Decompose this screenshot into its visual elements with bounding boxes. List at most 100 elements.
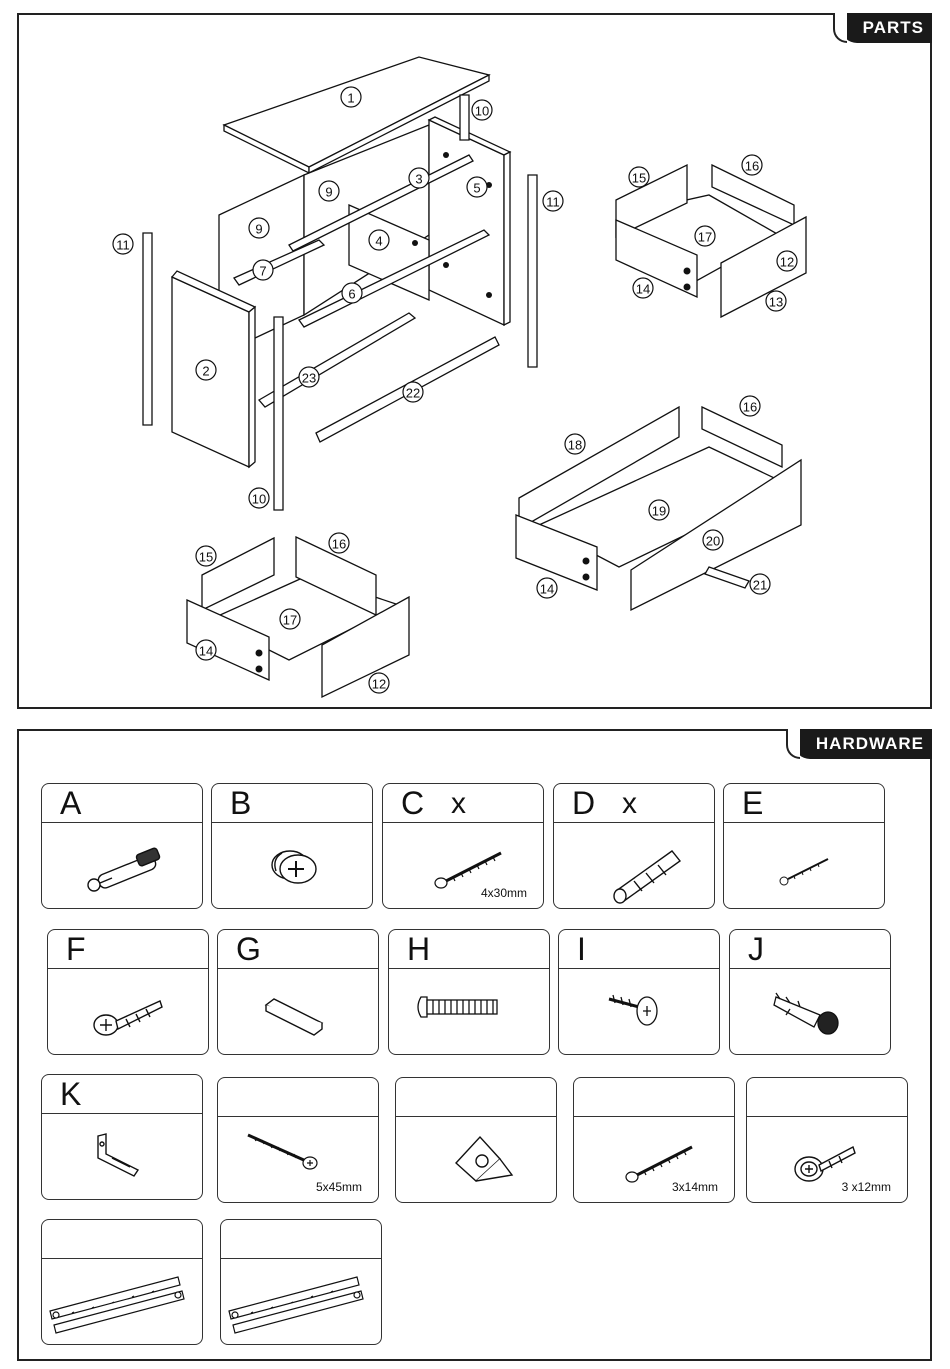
hardware-letter: A (60, 786, 81, 820)
hardware-letter: J (748, 932, 764, 966)
part-callout: 15 (196, 546, 216, 566)
part-callout-number: 21 (753, 578, 767, 593)
drawer-slide-icon (42, 1259, 202, 1345)
hardware-card-header (42, 1220, 202, 1259)
hardware-card: B (211, 783, 373, 909)
wooden-dowel-icon (554, 823, 714, 909)
part-callout-number: 10 (252, 492, 266, 507)
part-callout-number: 14 (540, 582, 554, 597)
part-callout-number: 18 (568, 438, 582, 453)
hardware-card-header (747, 1078, 907, 1117)
handle-icon (218, 969, 378, 1055)
part-callout: 20 (703, 530, 723, 550)
hardware-letter: G (236, 932, 261, 966)
hardware-letter: K (60, 1077, 81, 1111)
part-callout-number: 22 (406, 386, 420, 401)
cam-lock-icon (212, 823, 372, 909)
part-callout: 6 (342, 283, 362, 303)
part-callout-number: 10 (475, 104, 489, 119)
part-callout: 5 (467, 177, 487, 197)
hardware-card-header: H (389, 930, 549, 969)
part-callout-number: 17 (698, 230, 712, 245)
part-callout-number: 12 (372, 677, 386, 692)
part-callout: 1 (341, 87, 361, 107)
part-callout: 9 (249, 218, 269, 238)
hardware-card-header (221, 1220, 381, 1259)
flat-head-screw-icon (48, 969, 208, 1055)
hardware-card-header: F (48, 930, 208, 969)
part-callout-number: 16 (743, 400, 757, 415)
hardware-tab-label: HARDWARE (794, 729, 932, 759)
hardware-letter: B (230, 786, 251, 820)
part-callout: 14 (196, 640, 216, 660)
hardware-letter: D (572, 786, 595, 820)
hardware-card: A (41, 783, 203, 909)
part-callout-number: 11 (116, 238, 130, 253)
washer-screw-icon (559, 969, 719, 1055)
hardware-card: G (217, 929, 379, 1055)
part-callout: 21 (750, 574, 770, 594)
hardware-card (220, 1219, 382, 1345)
hardware-card: 3x14mm (573, 1077, 735, 1203)
drawer-slide-icon (221, 1259, 381, 1345)
hardware-card-header: K (42, 1075, 202, 1114)
hardware-letter: F (66, 932, 86, 966)
part-callout: 17 (280, 609, 300, 629)
hardware-letter: I (577, 932, 586, 966)
hardware-card-header (396, 1078, 556, 1117)
hardware-letter: C (401, 786, 424, 820)
part-callout: 22 (403, 382, 423, 402)
part-callout-number: 20 (706, 534, 720, 549)
part-callout: 3 (409, 168, 429, 188)
part-callout: 16 (329, 533, 349, 553)
part-callout-number: 9 (255, 222, 262, 237)
part-callout-number: 14 (199, 644, 213, 659)
hardware-card: H (388, 929, 550, 1055)
hardware-card-header (218, 1078, 378, 1117)
hardware-card: J (729, 929, 891, 1055)
part-callout: 9 (319, 181, 339, 201)
hardware-card-header: G (218, 930, 378, 969)
hardware-card (41, 1219, 203, 1345)
hardware-letter: E (742, 786, 763, 820)
part-callout: 2 (196, 360, 216, 380)
part-callout: 16 (742, 155, 762, 175)
part-callouts: 1234567991010111112121314141415151616161… (19, 15, 930, 707)
part-callout-number: 16 (745, 159, 759, 174)
part-callout-number: 1 (347, 91, 354, 106)
part-callout: 10 (472, 100, 492, 120)
part-callout: 14 (537, 578, 557, 598)
part-callout-number: 5 (473, 181, 480, 196)
hardware-card: E (723, 783, 885, 909)
part-callout: 12 (369, 673, 389, 693)
part-callout: 15 (629, 167, 649, 187)
hardware-card-header (574, 1078, 734, 1117)
part-callout: 16 (740, 396, 760, 416)
part-callout-number: 3 (415, 172, 422, 187)
part-callout-number: 19 (652, 504, 666, 519)
parts-panel: PARTS (17, 13, 932, 709)
small-screw-icon (724, 823, 884, 909)
part-callout-number: 9 (325, 185, 332, 200)
hardware-letter: H (407, 932, 430, 966)
hardware-card-header: E (724, 784, 884, 823)
part-callout: 7 (253, 260, 273, 280)
part-callout-number: 15 (632, 171, 646, 186)
hardware-quantity: x (622, 787, 637, 821)
hardware-card-header: J (730, 930, 890, 969)
hardware-card: I (558, 929, 720, 1055)
part-callout-number: 17 (283, 613, 297, 628)
part-callout-number: 15 (199, 550, 213, 565)
part-callout: 4 (369, 230, 389, 250)
part-callout-number: 12 (780, 255, 794, 270)
hardware-card-header: A (42, 784, 202, 823)
hardware-card-header: I (559, 930, 719, 969)
part-callout: 11 (113, 234, 133, 254)
hardware-card (395, 1077, 557, 1203)
hardware-quantity: x (451, 787, 466, 821)
part-callout: 12 (777, 251, 797, 271)
part-callout: 19 (649, 500, 669, 520)
